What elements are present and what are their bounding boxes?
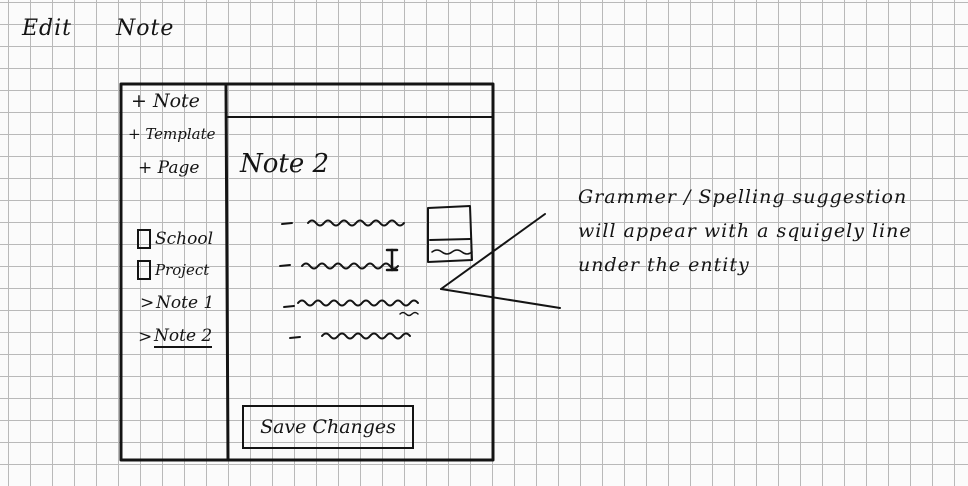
text-line-2 (301, 262, 399, 270)
sidebar-item-school[interactable]: School (137, 229, 213, 249)
text-cursor (385, 248, 399, 272)
squiggly-underline (399, 311, 419, 317)
suggestion-popup (427, 205, 473, 263)
sidebar-item-label: School (155, 229, 214, 249)
text-line-3 (297, 299, 419, 307)
page-title-word-2: Note (116, 16, 175, 41)
sidebar-item-project[interactable]: Project (137, 260, 209, 280)
sidebar-item-label: Note 2 (154, 326, 213, 348)
checkbox-icon[interactable] (137, 229, 151, 249)
checkbox-icon[interactable] (137, 260, 151, 280)
sidebar-item-label: Project (155, 261, 210, 279)
sidebar-item-note-2[interactable]: > Note 2 (138, 326, 213, 348)
text-line-1 (307, 219, 405, 227)
bullet-1 (281, 222, 293, 225)
note-body-lines (279, 219, 419, 340)
sidebar-divider (224, 82, 230, 462)
chevron-right-icon[interactable]: > (138, 327, 153, 347)
note-title[interactable]: Note 2 (240, 149, 330, 179)
new-template-button[interactable]: + Template (128, 125, 216, 143)
page-title-word-1: Edit (22, 16, 73, 41)
chevron-right-icon[interactable]: > (140, 293, 155, 313)
bullet-3 (283, 305, 295, 308)
sidebar-item-label: Note 1 (156, 293, 215, 313)
page-title: Edit Note (22, 16, 174, 41)
app-window (119, 82, 495, 462)
bullet-2 (279, 264, 291, 267)
sidebar-item-note-1[interactable]: > Note 1 (140, 293, 214, 313)
save-changes-button[interactable]: Save Changes (242, 405, 414, 449)
annotation-note: Grammer / Spelling suggestion will appea… (578, 186, 912, 276)
callout-pointer (440, 213, 561, 309)
new-page-button[interactable]: + Page (138, 158, 200, 178)
text-line-4 (321, 332, 411, 340)
new-note-button[interactable]: + Note (131, 90, 200, 112)
bullet-4 (289, 336, 301, 339)
